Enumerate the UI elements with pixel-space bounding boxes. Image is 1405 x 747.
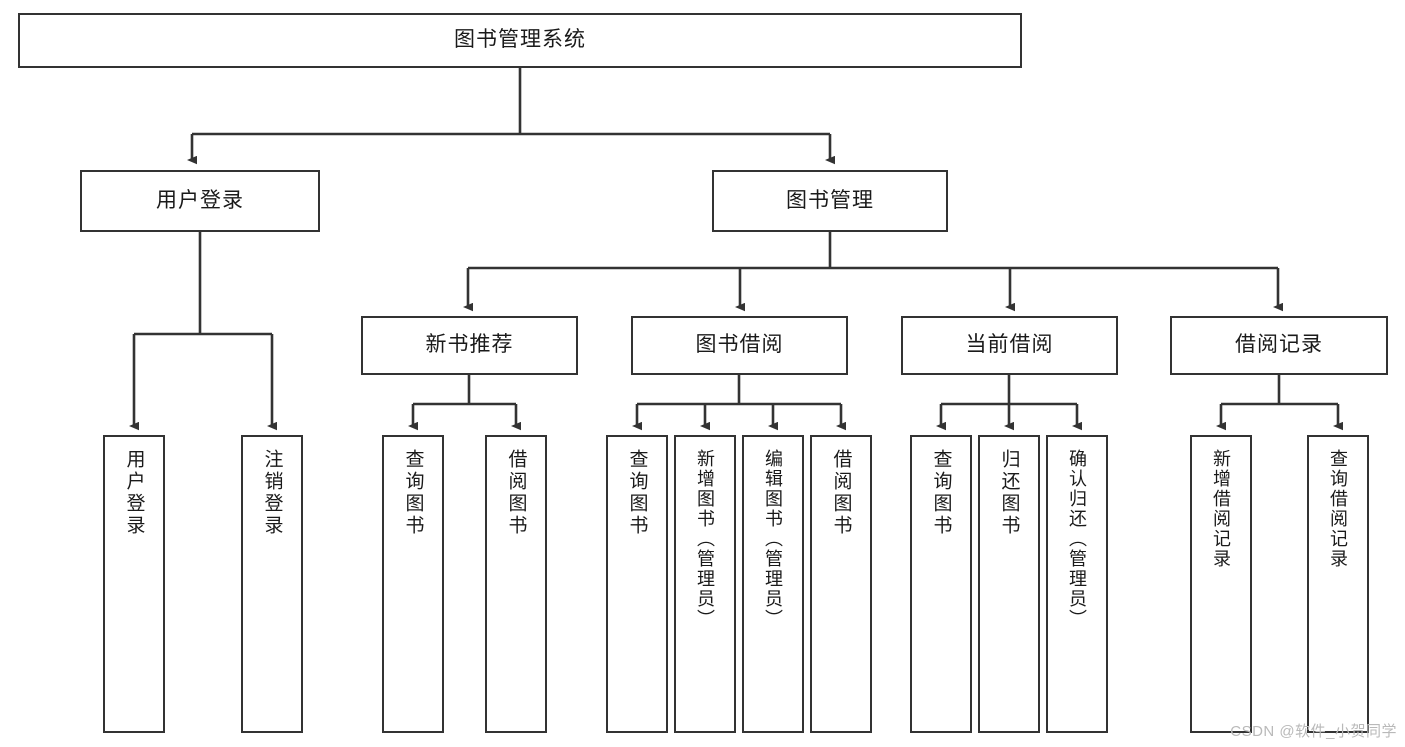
node-book-manage[interactable]: 图书管理 bbox=[712, 170, 948, 232]
node-leaf-query-book-2[interactable]: 查询图书 bbox=[606, 435, 668, 733]
node-label: 图书借阅 bbox=[695, 333, 784, 357]
node-label: 用户登录 bbox=[123, 449, 145, 537]
node-label: 查询图书 bbox=[626, 449, 648, 537]
node-leaf-query-record[interactable]: 查询借阅记录 bbox=[1307, 435, 1369, 733]
node-book-borrow[interactable]: 图书借阅 bbox=[631, 316, 848, 375]
node-label: 新增图书（管理员） bbox=[695, 449, 715, 629]
node-label: 图书管理 bbox=[786, 188, 874, 212]
csdn-watermark: CSDN @软件_小贺同学 bbox=[1230, 723, 1397, 740]
node-leaf-edit-book[interactable]: 编辑图书（管理员） bbox=[742, 435, 804, 733]
node-label: 查询借阅记录 bbox=[1328, 449, 1348, 569]
node-label: 新书推荐 bbox=[425, 333, 514, 357]
node-label: 借阅图书 bbox=[505, 449, 527, 537]
node-leaf-return-book[interactable]: 归还图书 bbox=[978, 435, 1040, 733]
node-label: 注销登录 bbox=[261, 449, 283, 537]
node-new-book-rec[interactable]: 新书推荐 bbox=[361, 316, 578, 375]
node-label: 用户登录 bbox=[156, 188, 244, 212]
node-label: 编辑图书（管理员） bbox=[763, 449, 783, 629]
node-leaf-query-book-3[interactable]: 查询图书 bbox=[910, 435, 972, 733]
node-label: 图书管理系统 bbox=[454, 28, 586, 52]
node-label: 借阅图书 bbox=[830, 449, 852, 537]
node-root-system[interactable]: 图书管理系统 bbox=[18, 13, 1022, 68]
node-label: 归还图书 bbox=[998, 449, 1020, 537]
node-leaf-borrow-book-1[interactable]: 借阅图书 bbox=[485, 435, 547, 733]
node-leaf-confirm-return[interactable]: 确认归还（管理员） bbox=[1046, 435, 1108, 733]
node-leaf-user-login[interactable]: 用户登录 bbox=[103, 435, 165, 733]
node-leaf-query-book-1[interactable]: 查询图书 bbox=[382, 435, 444, 733]
node-user-login[interactable]: 用户登录 bbox=[80, 170, 320, 232]
node-leaf-user-logout[interactable]: 注销登录 bbox=[241, 435, 303, 733]
node-label: 借阅记录 bbox=[1235, 333, 1323, 357]
node-leaf-add-book[interactable]: 新增图书（管理员） bbox=[674, 435, 736, 733]
node-borrow-record[interactable]: 借阅记录 bbox=[1170, 316, 1388, 375]
node-leaf-add-record[interactable]: 新增借阅记录 bbox=[1190, 435, 1252, 733]
node-current-borrow[interactable]: 当前借阅 bbox=[901, 316, 1118, 375]
node-label: 当前借阅 bbox=[965, 333, 1054, 357]
node-label: 新增借阅记录 bbox=[1211, 449, 1231, 569]
node-leaf-borrow-book-2[interactable]: 借阅图书 bbox=[810, 435, 872, 733]
node-label: 查询图书 bbox=[930, 449, 952, 537]
node-label: 查询图书 bbox=[402, 449, 424, 537]
node-label: 确认归还（管理员） bbox=[1067, 449, 1087, 629]
